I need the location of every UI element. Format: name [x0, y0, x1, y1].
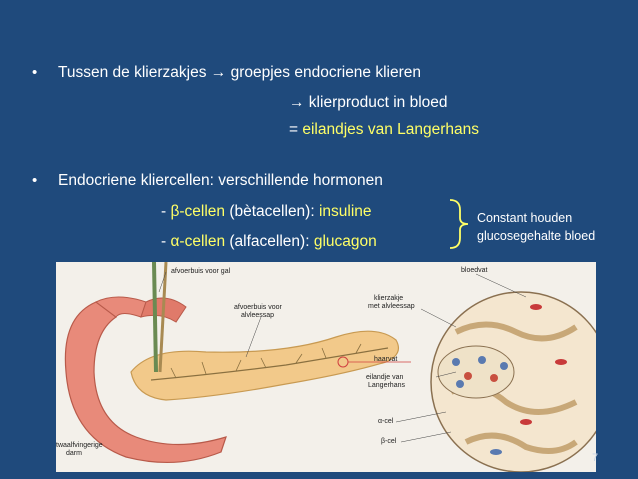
label-afvoerbuis-gal: afvoerbuis voor gal: [171, 268, 231, 275]
beta-dash: -: [161, 203, 171, 220]
bullet1-prefix: Tussen de klierzakjes: [58, 64, 211, 81]
arrow-icon: →: [289, 94, 305, 111]
bullet1-line1: Tussen de klierzakjes → groepjes endocri…: [58, 63, 421, 83]
insuline-highlight: insuline: [318, 203, 372, 220]
beta-cells-paren: (bètacellen):: [225, 203, 319, 220]
label-klierzakje-2: met alvleessap: [368, 303, 415, 310]
alpha-dash: -: [161, 233, 171, 250]
bullet1-line3-prefix: =: [289, 121, 303, 138]
label-eilandje-1: eilandje van: [366, 374, 404, 381]
pancreas-illustration: afvoerbuis voor gal afvoerbuis voor alvl…: [56, 262, 596, 472]
label-afvoerbuis-alvleessap-1: afvoerbuis voor: [234, 304, 282, 311]
beta-cells-line: - β-cellen (bètacellen): insuline: [161, 202, 372, 222]
langerhans-highlight: eilandjes van Langerhans: [302, 121, 480, 138]
side-note: Constant houden glucosegehalte bloed: [477, 209, 595, 245]
beta-cells-name: β-cellen: [170, 203, 226, 220]
label-alpha-cel: α-cel: [378, 418, 394, 425]
glucagon-highlight: glucagon: [313, 233, 377, 250]
label-haarvat: haarvat: [374, 356, 398, 363]
alpha-cells-line: - α-cellen (alfacellen): glucagon: [161, 232, 377, 252]
bullet1-line2: → klierproduct in bloed: [289, 93, 448, 113]
bullet-dot-2: •: [32, 172, 38, 189]
alpha-cells-name: α-cellen: [170, 233, 226, 250]
label-klierzakje-1: klierzakje: [374, 295, 404, 302]
brace-icon: [449, 199, 469, 249]
arrow-icon: →: [210, 64, 227, 81]
bullet-dot-1: •: [32, 64, 38, 81]
bullet1-line3: = eilandjes van Langerhans: [289, 120, 479, 140]
label-bloedvat: bloedvat: [461, 267, 488, 274]
label-afvoerbuis-alvleessap-2: alvleessap: [241, 312, 275, 319]
label-eilandje-2: Langerhans: [368, 382, 405, 389]
alpha-cells-paren: (alfacellen):: [225, 233, 314, 250]
label-twaalfvingerige: twaalfvingerige: [56, 442, 103, 449]
label-beta-cel: β-cel: [381, 438, 397, 445]
side-note-line2: glucosegehalte bloed: [477, 229, 596, 243]
bullet1-suffix: groepjes endocriene klieren: [226, 64, 422, 81]
bullet1-line2-text: klierproduct in bloed: [304, 94, 448, 111]
page-number: 7: [592, 452, 599, 464]
pancreas-drawing: [64, 262, 596, 472]
label-darm: darm: [66, 450, 82, 457]
side-note-line1: Constant houden: [477, 211, 573, 225]
bullet2-line1: Endocriene kliercellen: verschillende ho…: [58, 172, 383, 189]
